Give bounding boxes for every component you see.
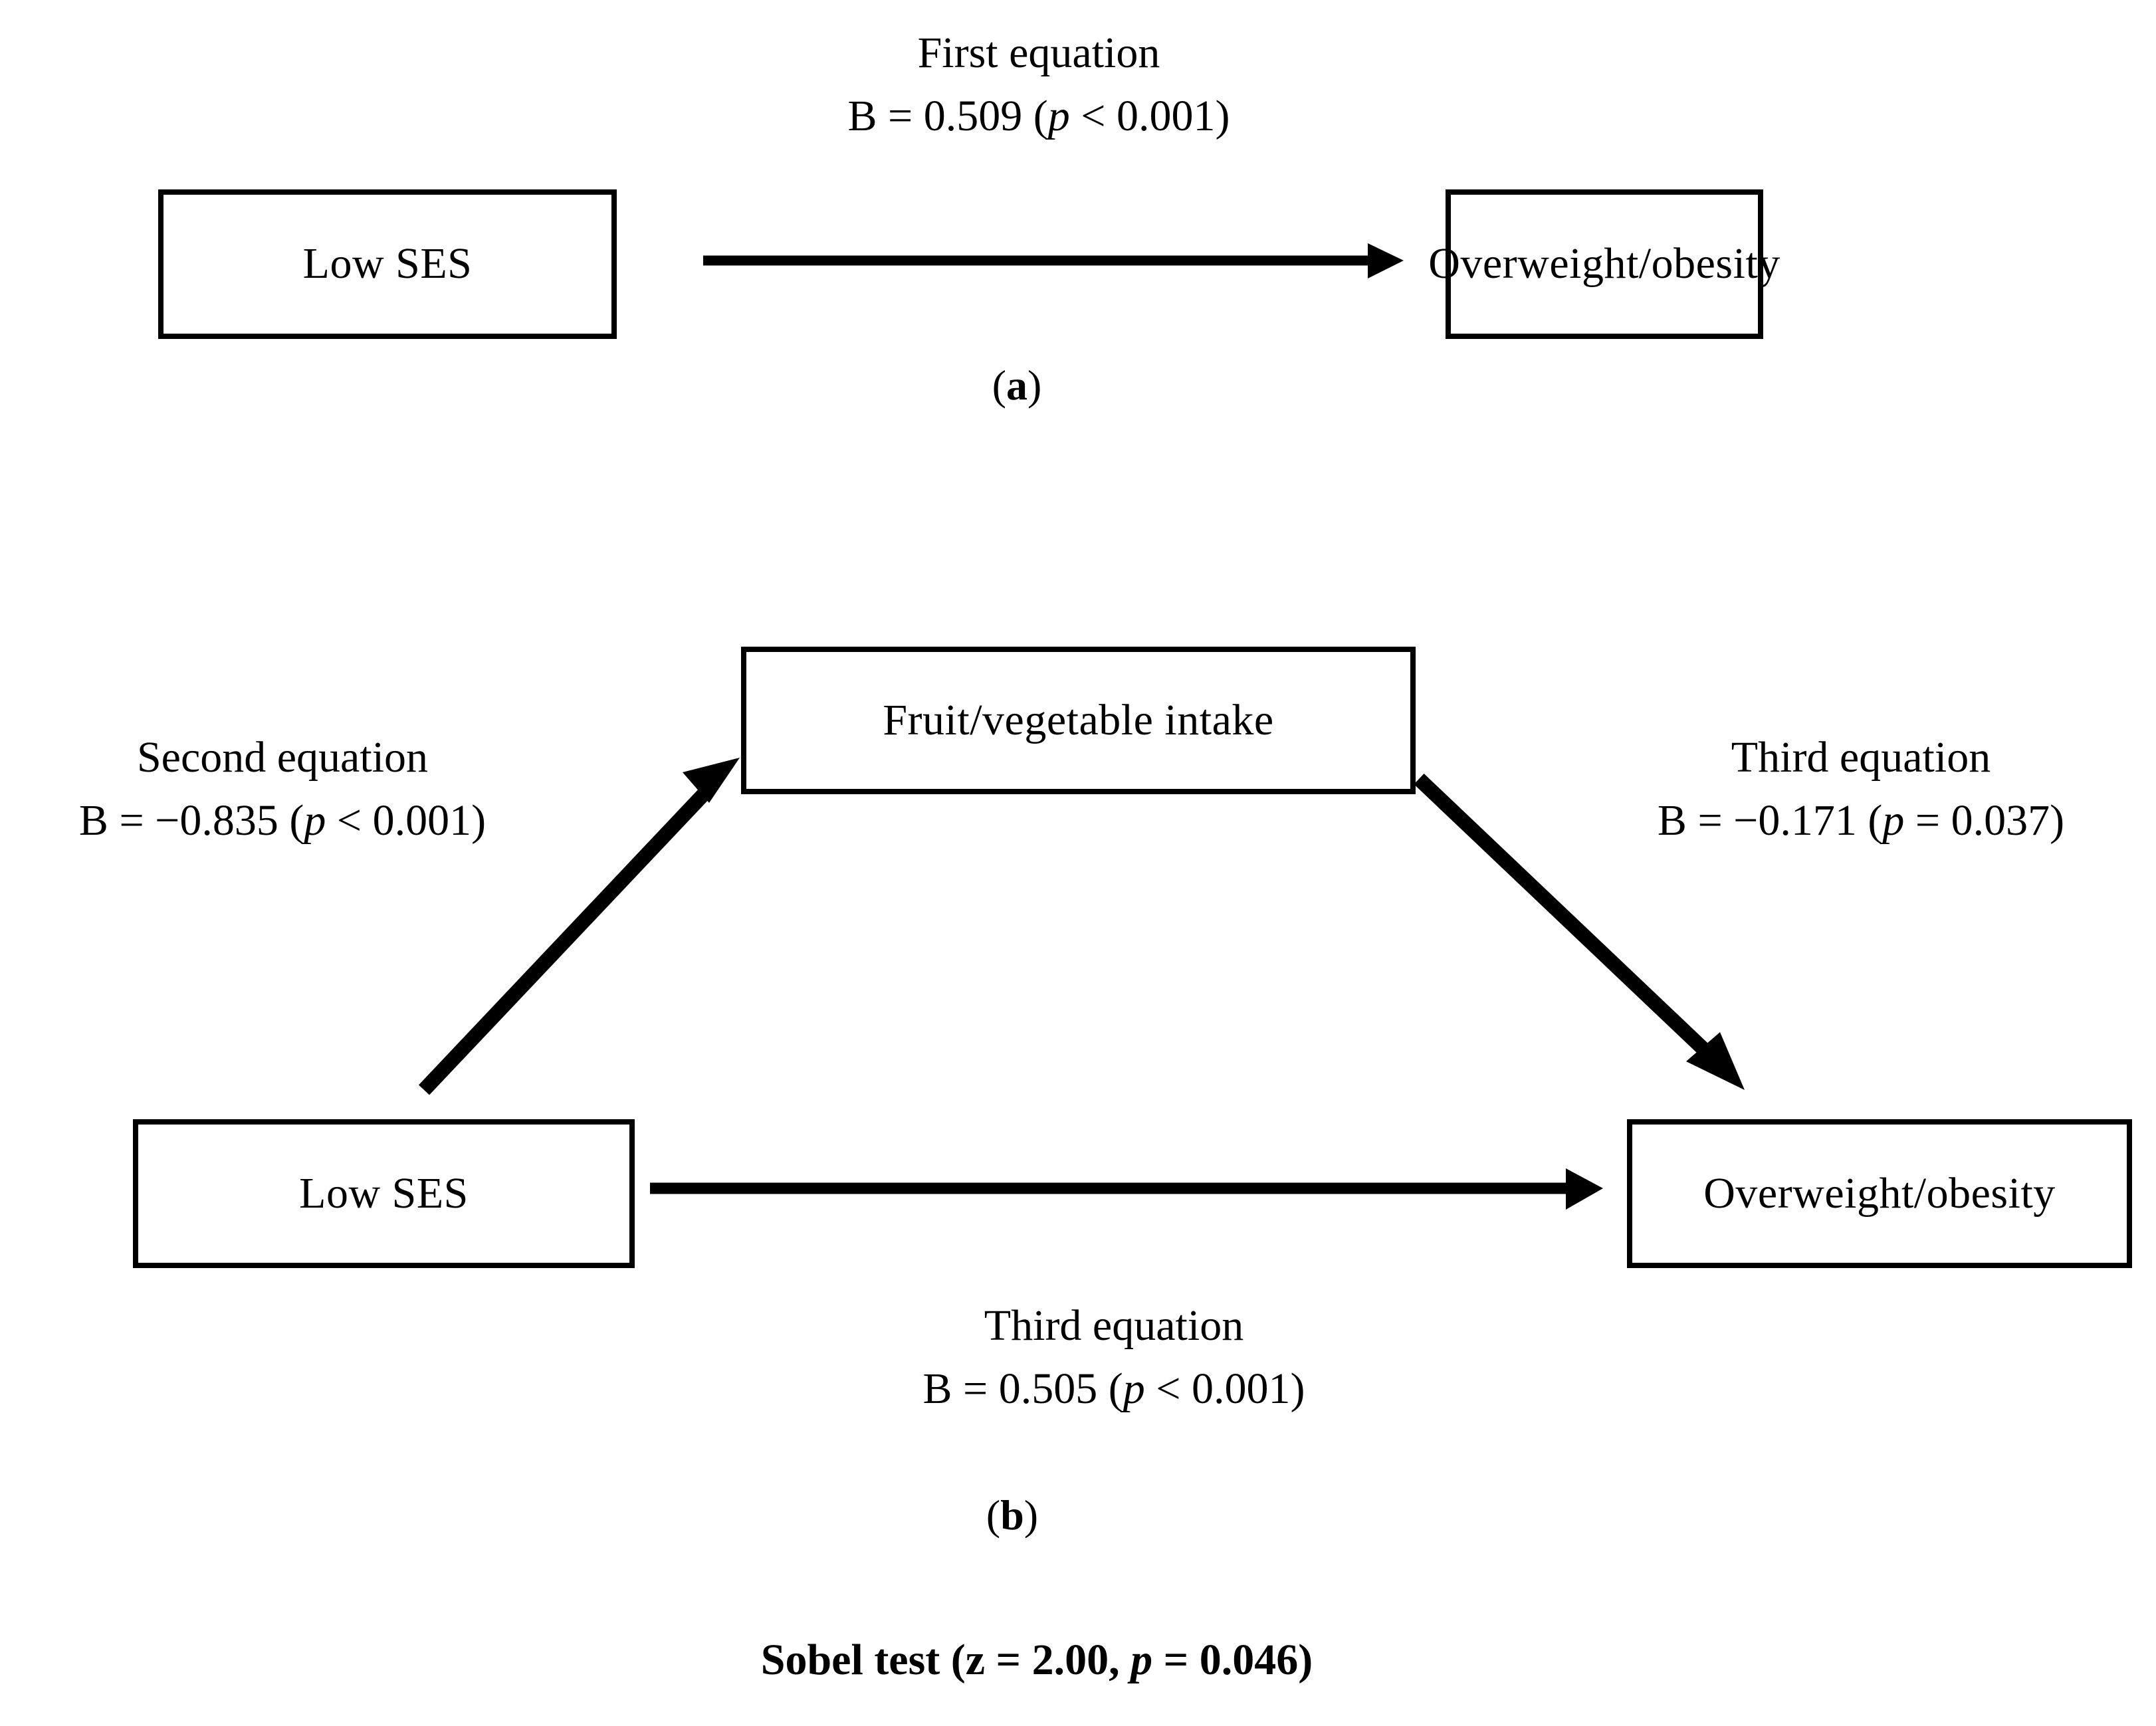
panel-b-path-c-name: Third equation <box>984 1301 1244 1350</box>
arrow-b-low-ses-to-overweight-direct <box>650 1168 1603 1210</box>
panel-b-path-c-coef-prefix: B = 0.505 ( <box>922 1364 1123 1413</box>
panel-a-caption: (a) <box>992 361 1042 410</box>
panel-a-coef-suffix: < 0.001) <box>1069 91 1230 140</box>
arrow-a-low-ses-to-overweight <box>703 243 1404 278</box>
panel-b-node-low-ses-label: Low SES <box>299 1168 469 1218</box>
panel-b-path-b-coef-prefix: B = −0.171 ( <box>1657 796 1883 845</box>
panel-b-path-c-p-symbol: p <box>1123 1364 1145 1413</box>
panel-b-path-b-name: Third equation <box>1731 733 1991 782</box>
panel-b-node-mediator-label: Fruit/vegetable intake <box>883 695 1274 744</box>
panel-b-node-overweight-label: Overweight/obesity <box>1703 1168 2056 1218</box>
panel-a-path-coefficient: B = 0.509 (p < 0.001) <box>848 90 1230 144</box>
panel-b-node-mediator[interactable]: Fruit/vegetable intake <box>741 647 1416 794</box>
panel-a-node-overweight[interactable]: Overweight/obesity <box>1428 189 1780 339</box>
panel-a-coef-prefix: B = 0.509 ( <box>847 91 1048 140</box>
panel-b-path-b-label: Third equation B = −0.171 (p = 0.037) <box>1658 731 2064 847</box>
panel-a-caption-close: ) <box>1027 362 1042 409</box>
panel-b-path-b-coef-suffix: = 0.037) <box>1904 796 2065 845</box>
panel-a-path-name: First equation <box>917 29 1160 77</box>
sobel-test-result: Sobel test (z = 2.00, p = 0.046) <box>761 1635 1313 1685</box>
sobel-p-symbol: p <box>1131 1636 1153 1684</box>
panel-a-node-low-ses[interactable]: Low SES <box>158 189 617 339</box>
panel-b-caption-close: ) <box>1024 1491 1039 1539</box>
sobel-suffix: = 0.046) <box>1152 1636 1313 1684</box>
panel-b-path-b-coefficient: B = −0.171 (p = 0.037) <box>1658 794 2064 848</box>
panel-b-caption: (b) <box>986 1491 1038 1540</box>
panel-b-node-low-ses[interactable]: Low SES <box>133 1119 635 1268</box>
panel-b-path-c-coefficient: B = 0.505 (p < 0.001) <box>923 1362 1305 1416</box>
panel-a-caption-letter: a <box>1006 362 1027 409</box>
sobel-prefix: Sobel test (z = 2.00, <box>760 1636 1131 1684</box>
panel-b-path-a-label: Second equation B = −0.835 (p < 0.001) <box>79 731 486 847</box>
panel-a-node-overweight-label: Overweight/obesity <box>1428 239 1780 288</box>
panel-b-path-a-name: Second equation <box>136 733 429 782</box>
panel-a-node-low-ses-label: Low SES <box>302 239 473 288</box>
panel-b-node-overweight[interactable]: Overweight/obesity <box>1627 1119 2132 1268</box>
panel-b-caption-open: ( <box>986 1491 1001 1539</box>
panel-a-caption-open: ( <box>992 362 1006 409</box>
panel-b-path-a-coef-suffix: < 0.001) <box>326 796 486 845</box>
panel-b-path-b-p-symbol: p <box>1882 796 1905 845</box>
panel-b-path-a-p-symbol: p <box>304 796 326 845</box>
panel-b-path-a-coefficient: B = −0.835 (p < 0.001) <box>79 794 486 848</box>
panel-a-path-label: First equation B = 0.509 (p < 0.001) <box>848 27 1230 143</box>
panel-b-caption-letter: b <box>1000 1491 1024 1539</box>
panel-b-path-c-label: Third equation B = 0.505 (p < 0.001) <box>923 1299 1305 1416</box>
panel-b-path-c-coef-suffix: < 0.001) <box>1144 1364 1305 1413</box>
panel-b-path-a-coef-prefix: B = −0.835 ( <box>78 796 304 845</box>
panel-a-p-symbol: p <box>1047 91 1070 140</box>
